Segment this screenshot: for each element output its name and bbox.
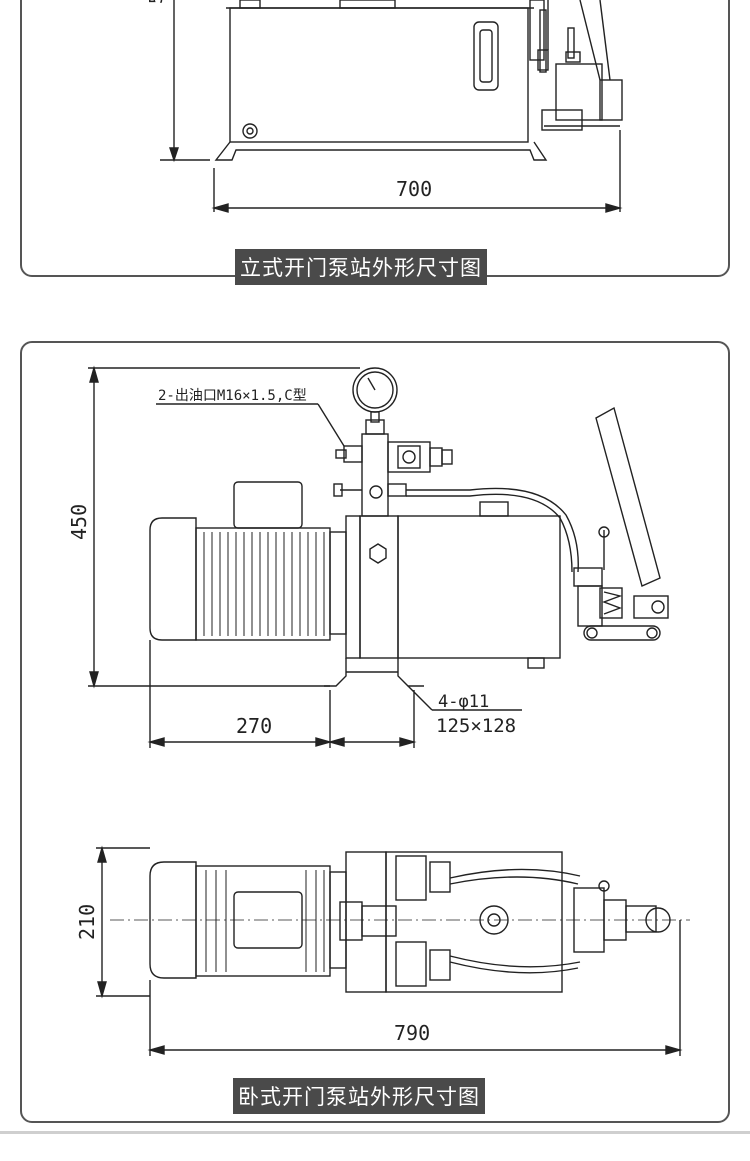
vertical-station-dimensions <box>211 130 623 213</box>
dim-width-270: 270 <box>236 714 272 738</box>
dim-height-partial: 5 <box>146 0 167 4</box>
vertical-station-drawing <box>160 0 623 163</box>
horizontal-front-view <box>149 367 669 687</box>
horizontal-top-dimensions <box>96 845 683 1056</box>
dim-hole-spacing: 125×128 <box>436 715 516 737</box>
vertical-station-panel <box>20 0 730 277</box>
vertical-station-caption: 立式开门泵站外形尺寸图 <box>235 249 487 285</box>
horizontal-front-dimensions <box>88 365 522 748</box>
horizontal-station-caption: 卧式开门泵站外形尺寸图 <box>233 1078 485 1114</box>
dim-depth-210: 210 <box>75 904 99 940</box>
dim-height-450: 450 <box>67 504 91 540</box>
bottom-divider <box>0 1131 750 1134</box>
dim-holes: 4-φ11 <box>438 692 489 712</box>
horizontal-top-view <box>110 851 690 993</box>
dim-outlet: 2-出油口M16×1.5,C型 <box>158 388 307 404</box>
dim-width-700: 700 <box>396 177 432 201</box>
dim-total-790: 790 <box>394 1021 430 1045</box>
